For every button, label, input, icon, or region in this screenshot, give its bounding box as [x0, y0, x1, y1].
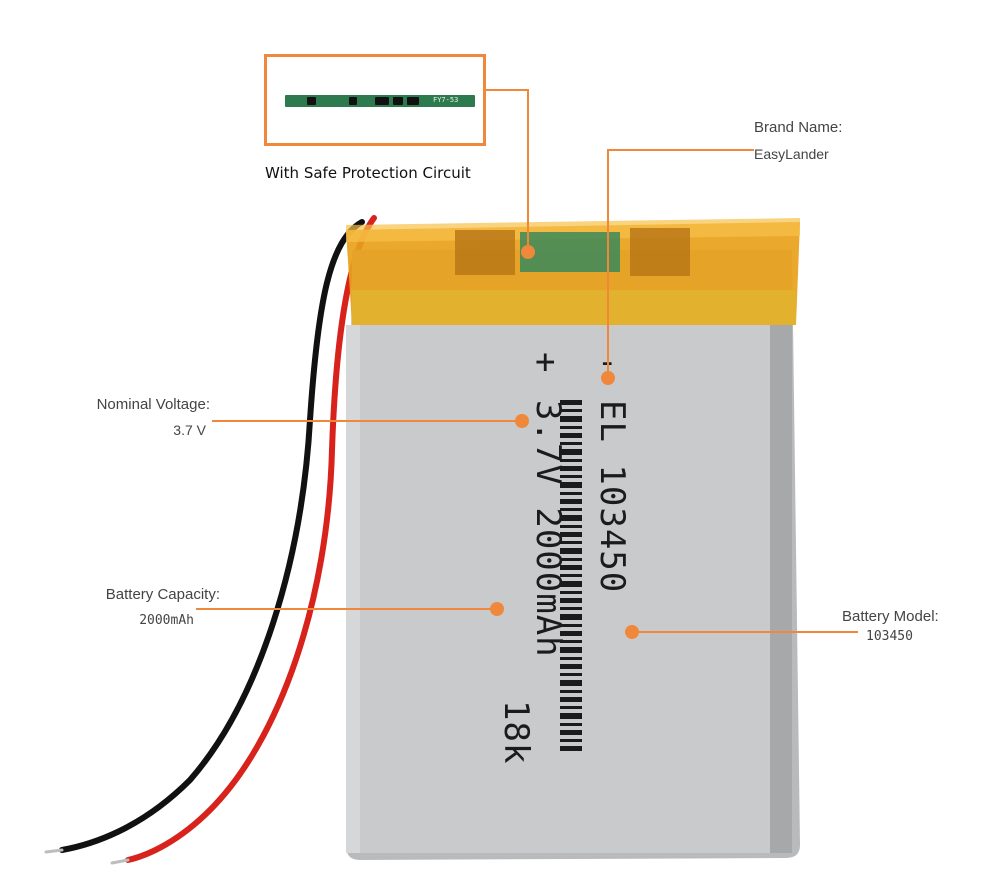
- callout-dot-voltage: [515, 414, 529, 428]
- pcb-marking: FY7-53: [433, 96, 459, 104]
- pcb-component: [307, 97, 316, 105]
- callout-dot-brand: [601, 371, 615, 385]
- protection-circuit-caption: With Safe Protection Circuit: [265, 164, 471, 182]
- nominal-voltage-value: 3.7 V: [173, 422, 206, 438]
- brand-name-label: Brand Name:: [754, 119, 843, 136]
- pcb-component: [375, 97, 389, 105]
- callout-dot-model: [625, 625, 639, 639]
- battery-model-value: 103450: [866, 629, 913, 644]
- battery-plus-mark: +: [535, 342, 557, 382]
- callout-dot-circuit: [521, 245, 535, 259]
- pcb-component: [407, 97, 419, 105]
- brand-name-value: EasyLander: [754, 146, 829, 162]
- barcode: [560, 400, 582, 751]
- battery-capacity-label: Battery Capacity:: [105, 586, 220, 603]
- pcb-component: [393, 97, 403, 105]
- battery-wires: [44, 215, 377, 865]
- battery-capacity-value: 2000mAh: [139, 613, 194, 628]
- callout-line-circuit: [486, 89, 529, 252]
- battery-model-label: Battery Model:: [842, 608, 939, 625]
- protection-circuit-inset: FY7-53: [264, 54, 486, 146]
- nominal-voltage-label: Nominal Voltage:: [96, 396, 210, 413]
- callout-dot-capacity: [490, 602, 504, 616]
- callout-line-brand: [607, 149, 754, 378]
- pcb-component: [349, 97, 357, 105]
- battery-body: [346, 218, 800, 860]
- pcb-strip: FY7-53: [285, 95, 475, 107]
